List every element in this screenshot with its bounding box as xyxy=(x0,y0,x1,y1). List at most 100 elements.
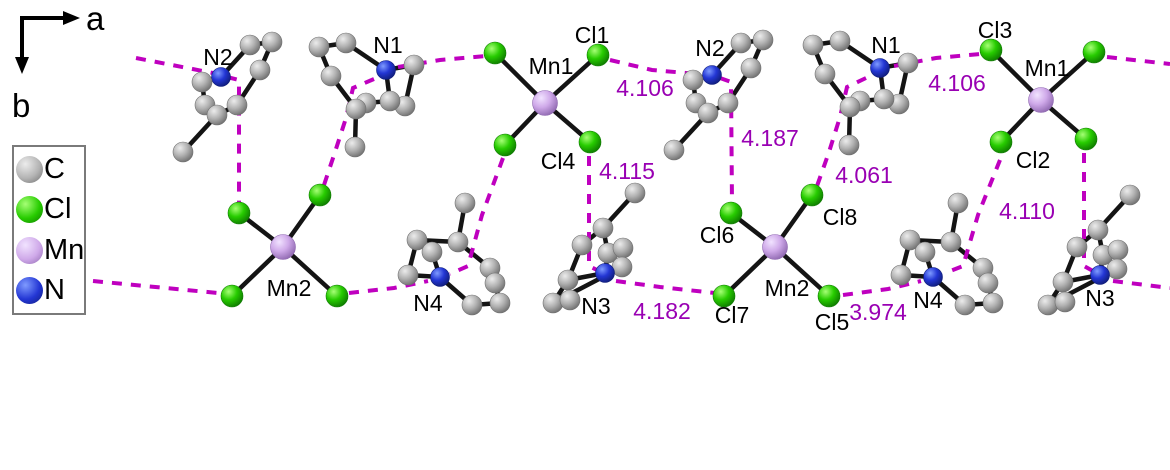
atom-cl xyxy=(989,130,1013,154)
atom-c xyxy=(489,292,511,314)
hydrogen-bond-dash xyxy=(615,279,716,295)
atom-c xyxy=(226,94,248,116)
atom-cl xyxy=(483,41,507,65)
atom-c xyxy=(397,264,419,286)
atom-c xyxy=(954,294,976,316)
distance-label: 4.061 xyxy=(835,162,893,188)
atom-c xyxy=(542,292,564,314)
distance-label: 4.110 xyxy=(999,198,1055,224)
atom-cl xyxy=(817,284,841,308)
atom-label: Cl4 xyxy=(541,148,576,174)
atom-c xyxy=(1037,294,1059,316)
atom-n xyxy=(702,65,722,85)
atom-label: Cl5 xyxy=(815,309,850,335)
legend-item-manganese: Mn xyxy=(16,233,85,266)
atom-c xyxy=(897,52,919,74)
atom-label: Cl8 xyxy=(823,204,858,230)
atom-c xyxy=(899,229,921,251)
atom-c xyxy=(740,57,762,79)
atom-label: Mn2 xyxy=(267,275,312,301)
atom-mn xyxy=(270,234,296,260)
atom-n xyxy=(923,267,943,287)
molecule-n3-2 xyxy=(1037,184,1141,316)
atom-c xyxy=(839,96,861,118)
atom-cl xyxy=(586,43,610,67)
legend-label-nitrogen: N xyxy=(44,274,65,307)
carbon-sphere-icon xyxy=(16,155,43,183)
atom-c xyxy=(454,192,476,214)
atom-c xyxy=(940,231,962,253)
hydrogen-bond-dash xyxy=(587,156,600,273)
atom-label: Cl7 xyxy=(715,302,750,328)
atom-label: N4 xyxy=(913,287,943,313)
atom-label: N3 xyxy=(581,293,610,319)
atom-label: Cl2 xyxy=(1016,147,1051,173)
atom-cl xyxy=(220,284,244,308)
hydrogen-bond-dash xyxy=(815,76,867,187)
manganese-sphere-icon xyxy=(16,236,43,264)
atom-label: Cl3 xyxy=(978,17,1013,43)
atom-c xyxy=(484,272,506,294)
atom-c xyxy=(335,32,357,54)
hydrogen-bond-dash xyxy=(944,159,1002,275)
legend-label-carbon: C xyxy=(44,152,65,185)
atom-label: Mn1 xyxy=(529,53,574,79)
legend-label-manganese: Mn xyxy=(44,233,85,266)
axis-b-arrow xyxy=(15,16,29,74)
complex-mn2-1 xyxy=(220,183,349,308)
atom-c xyxy=(557,269,579,291)
atom-c xyxy=(344,136,366,158)
molecule-n4-2 xyxy=(890,192,1004,316)
axis-a-label: a xyxy=(86,0,105,37)
atom-label: N1 xyxy=(373,32,402,58)
atom-c xyxy=(682,69,704,91)
atom-label: N2 xyxy=(203,44,232,70)
atom-cl xyxy=(1074,127,1098,151)
hydrogen-bond-dash xyxy=(226,75,241,207)
axis-a-arrow xyxy=(22,11,80,25)
atom-cl xyxy=(325,284,349,308)
hydrogen-bond-dash xyxy=(92,279,229,296)
hydrogen-bond-dash xyxy=(1106,55,1170,66)
axis-b-label: b xyxy=(12,87,30,124)
atom-c xyxy=(206,104,228,126)
atom-n xyxy=(870,58,890,78)
atom-cl xyxy=(1082,40,1106,64)
legend-label-chlorine: Cl xyxy=(44,193,72,226)
atom-label: N2 xyxy=(695,35,724,61)
atom-c xyxy=(403,54,425,76)
atom-c xyxy=(320,65,342,87)
atom-cl xyxy=(800,183,824,207)
molecule-n2-2 xyxy=(663,29,774,161)
hydrogen-bond-dash xyxy=(719,76,734,205)
atom-mn xyxy=(1028,87,1054,113)
atom-c xyxy=(308,36,330,58)
distance-label: 4.106 xyxy=(616,75,674,101)
atom-label: Cl6 xyxy=(700,222,735,248)
molecule-n4-1 xyxy=(397,192,511,316)
atom-n xyxy=(1090,265,1110,285)
atom-label: Cl1 xyxy=(575,22,610,48)
hydrogen-bond-dash xyxy=(449,157,505,276)
atom-cl xyxy=(227,201,251,225)
hydrogen-bond-layer xyxy=(92,52,1170,297)
complex-mn1-1 xyxy=(483,41,610,157)
complex-mn1-2 xyxy=(979,38,1106,154)
atom-c xyxy=(752,29,774,51)
atom-c xyxy=(1119,184,1141,206)
atom-c xyxy=(1066,236,1088,258)
legend-item-carbon: C xyxy=(16,152,84,185)
atom-c xyxy=(829,30,851,52)
molecule-n3-1 xyxy=(542,182,646,314)
atom-n xyxy=(595,263,615,283)
molecule-n1-1 xyxy=(308,32,425,158)
atom-label: Mn1 xyxy=(1025,55,1070,81)
molecule-n1-2 xyxy=(802,30,919,156)
atom-c xyxy=(559,289,581,311)
atom-c xyxy=(172,141,194,163)
molecule-n2-1 xyxy=(172,31,283,163)
atom-label: N3 xyxy=(1085,285,1114,311)
atom-c xyxy=(873,88,895,110)
atom-cl xyxy=(578,130,602,154)
atom-layer xyxy=(172,29,1141,316)
